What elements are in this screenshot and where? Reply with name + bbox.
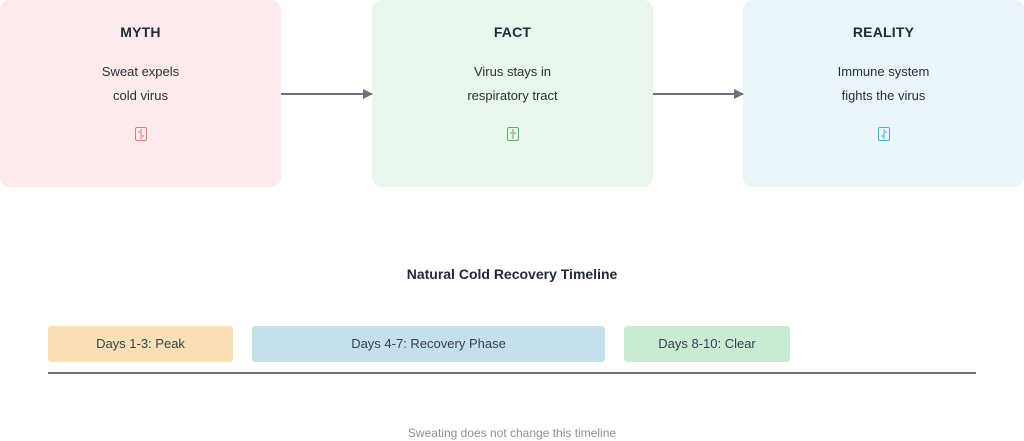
reality-title: REALITY: [852, 24, 915, 40]
reality-card: REALITY Immune system fights the virus: [743, 0, 1024, 187]
fact-text-line-2: respiratory tract: [467, 88, 558, 103]
myth-glyph-icon: [134, 127, 147, 141]
fact-title: FACT: [493, 24, 532, 40]
myth-title: MYTH: [120, 24, 161, 40]
myth-text-line-1: Sweat expels: [101, 64, 180, 79]
fact-text-line-1: Virus stays in: [473, 64, 552, 79]
reality-glyph-icon: [877, 127, 890, 141]
reality-text-line-2: fights the virus: [841, 88, 926, 103]
fact-card: FACT Virus stays in respiratory tract: [372, 0, 653, 187]
timeline-axis-line: [48, 372, 976, 374]
myth-card: MYTH Sweat expels cold virus: [0, 0, 281, 187]
timeline-title: Natural Cold Recovery Timeline: [406, 266, 618, 282]
phase-peak: Days 1-3: Peak: [48, 326, 233, 362]
reality-text-line-1: Immune system: [837, 64, 930, 79]
phase-clear: Days 8-10: Clear: [624, 326, 790, 362]
fact-glyph-icon: [506, 127, 519, 141]
myth-text-line-2: cold virus: [113, 88, 168, 103]
phase-recovery: Days 4-7: Recovery Phase: [252, 326, 605, 362]
timeline-footnote: Sweating does not change this timeline: [407, 426, 617, 440]
